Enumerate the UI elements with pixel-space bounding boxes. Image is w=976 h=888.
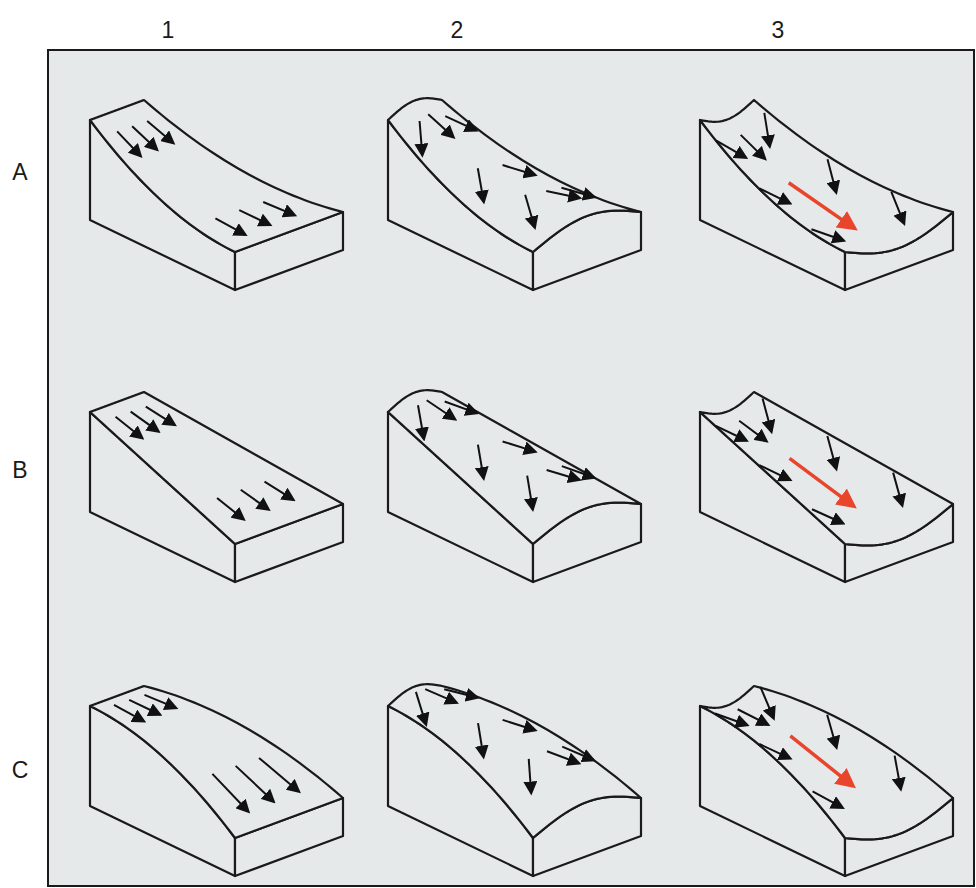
flow-arrow — [741, 135, 765, 159]
flow-arrow — [503, 441, 535, 451]
panel-frame — [48, 50, 974, 886]
flow-arrow — [215, 218, 245, 234]
column-number: 2 — [451, 19, 464, 42]
slope-block — [388, 684, 641, 876]
slope-block — [90, 392, 343, 582]
flow-arrow — [503, 165, 536, 175]
flow-arrow — [263, 202, 294, 215]
flow-arrow — [259, 758, 299, 792]
flow-arrow — [529, 759, 531, 793]
flow-arrow — [715, 713, 747, 725]
flow-arrow — [891, 192, 904, 224]
slope-block — [388, 390, 641, 582]
flow-arrow — [827, 159, 836, 192]
flow-arrow — [562, 466, 594, 477]
concentrated-flow-arrow — [790, 458, 854, 506]
flow-arrow — [445, 401, 477, 413]
flow-arrow — [478, 723, 483, 757]
flow-arrow — [265, 482, 294, 500]
concentrated-flow-arrow — [789, 183, 855, 229]
flow-arrow — [117, 131, 140, 156]
flow-arrow — [503, 720, 535, 730]
flow-arrow — [144, 695, 175, 708]
flow-arrow — [759, 188, 790, 203]
column-number: 1 — [162, 19, 175, 42]
flow-arrow — [420, 121, 423, 155]
flow-arrow — [527, 476, 533, 510]
block-top-surface — [388, 98, 641, 252]
flow-arrow — [893, 473, 902, 506]
block-top-surface — [90, 392, 343, 544]
slope-block — [700, 686, 953, 876]
block-top-surface — [90, 100, 343, 252]
flow-arrow — [116, 417, 143, 438]
block-group — [90, 98, 953, 876]
flow-arrow — [146, 407, 175, 425]
flow-arrow — [764, 113, 769, 147]
flow-arrow — [813, 791, 843, 807]
flow-arrow — [716, 141, 745, 158]
block-top-surface — [388, 684, 641, 838]
block-top-surface — [90, 686, 343, 838]
slope-block — [700, 100, 953, 290]
flow-arrow — [132, 126, 157, 149]
flow-arrow — [525, 195, 535, 228]
block-top-surface — [700, 100, 953, 253]
flow-arrow — [147, 121, 173, 143]
flow-arrow — [478, 168, 484, 201]
flow-arrow — [763, 399, 772, 432]
flow-arrow — [738, 709, 768, 724]
flow-arrow — [478, 445, 484, 479]
block-top-surface — [700, 392, 953, 545]
concentrated-flow-arrow — [790, 736, 852, 786]
block-top-surface — [388, 390, 641, 544]
slope-block — [700, 392, 953, 582]
flow-arrow — [418, 405, 424, 438]
flow-arrow — [895, 756, 901, 789]
flow-arrow — [416, 692, 426, 724]
flow-arrow — [760, 687, 773, 718]
flow-arrow — [561, 188, 594, 197]
flow-arrow — [241, 490, 269, 510]
flow-arrow — [827, 436, 836, 469]
flow-arrow — [759, 744, 790, 758]
flow-arrow — [812, 509, 843, 523]
flow-arrow — [739, 421, 766, 441]
row-letter: A — [12, 161, 27, 184]
row-letter: C — [12, 759, 29, 782]
flow-arrow — [444, 689, 477, 697]
slope-block — [388, 98, 641, 290]
flow-arrow — [129, 700, 160, 715]
slope-block — [90, 100, 343, 290]
column-number: 3 — [772, 19, 785, 42]
flow-arrow — [562, 747, 593, 760]
flow-arrow — [212, 774, 248, 812]
flow-arrow — [217, 498, 244, 519]
row-letter: B — [12, 459, 27, 482]
flow-arrow — [827, 715, 836, 748]
flow-arrow — [811, 229, 843, 240]
flow-arrow — [236, 766, 274, 802]
slope-block — [90, 686, 343, 876]
block-top-surface — [700, 686, 953, 839]
flow-arrow — [759, 465, 790, 480]
flow-arrow — [131, 412, 159, 432]
flow-arrow — [239, 210, 270, 225]
flow-arrow — [716, 426, 747, 441]
flow-arrow — [445, 116, 476, 130]
flow-arrow — [114, 705, 144, 721]
flow-arrow — [547, 751, 579, 763]
